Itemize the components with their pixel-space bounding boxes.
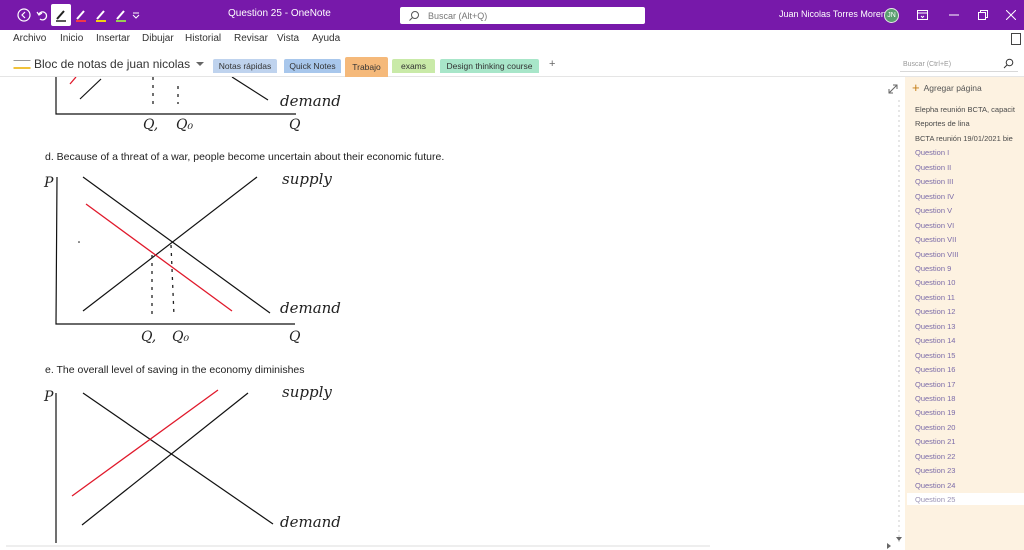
page-item[interactable]: Question 25 bbox=[915, 495, 956, 505]
search-icon bbox=[1003, 58, 1014, 69]
graph-d bbox=[55, 176, 295, 325]
menu-archivo[interactable]: Archivo bbox=[13, 33, 47, 44]
page-search-placeholder: Buscar (Ctrl+E) bbox=[903, 61, 952, 68]
tab-quick-notes[interactable]: Quick Notes bbox=[284, 59, 341, 73]
q1-label-d: Q, bbox=[141, 329, 157, 345]
notebook-name[interactable]: Bloc de notas de juan nicolas bbox=[34, 57, 191, 71]
demand-label-d: demand bbox=[280, 299, 341, 317]
page-item[interactable]: Question II bbox=[915, 162, 952, 172]
page-item[interactable]: Question VI bbox=[915, 220, 955, 230]
page-canvas[interactable]: demand Q, Q₀ Q d. Because of a threat of… bbox=[0, 77, 905, 550]
menu-vista[interactable]: Vista bbox=[277, 33, 300, 44]
page-item[interactable]: Question 23 bbox=[915, 466, 956, 476]
search-placeholder: Buscar (Alt+Q) bbox=[428, 10, 488, 21]
page-item[interactable]: Question 24 bbox=[915, 480, 956, 490]
user-name: Juan Nicolas Torres Moreno bbox=[779, 9, 891, 19]
menu-dibujar[interactable]: Dibujar bbox=[142, 33, 174, 44]
search-icon bbox=[409, 10, 419, 21]
page-item[interactable]: BCTA reunión 19/01/2021 bie bbox=[915, 133, 1013, 143]
restore-icon[interactable] bbox=[973, 6, 993, 24]
plus-icon: + bbox=[912, 80, 920, 95]
q-label-top: Q bbox=[289, 117, 301, 133]
page-item[interactable]: Elepha reunión BCTA, capacit bbox=[915, 105, 1015, 114]
question-d-text: d. Because of a threat of a war, people … bbox=[45, 151, 445, 163]
page-item[interactable]: Question 18 bbox=[915, 394, 956, 403]
expand-icon[interactable] bbox=[888, 84, 898, 94]
page-item[interactable]: Reportes de lina bbox=[915, 119, 970, 129]
notebook-icon bbox=[13, 60, 31, 69]
tab-trabajo[interactable]: Trabajo bbox=[345, 57, 388, 77]
menu-inicio[interactable]: Inicio bbox=[60, 33, 84, 44]
menu-bar: Archivo Inicio Insertar Dibujar Historia… bbox=[0, 30, 1024, 52]
page-item[interactable]: Question 11 bbox=[915, 292, 955, 302]
horizontal-scrollbar[interactable] bbox=[0, 542, 905, 550]
notebook-pane-icon[interactable] bbox=[1011, 33, 1021, 45]
pen-red-icon[interactable] bbox=[71, 0, 91, 30]
p-label-e: P bbox=[44, 389, 54, 405]
notebook-bar: Bloc de notas de juan nicolas Notas rápi… bbox=[0, 52, 1024, 77]
p-label-d: P bbox=[44, 175, 54, 191]
page-item[interactable]: Question 12 bbox=[915, 307, 956, 317]
supply-label-e: supply bbox=[282, 383, 332, 401]
close-icon[interactable] bbox=[1001, 6, 1021, 24]
menu-revisar[interactable]: Revisar bbox=[234, 33, 268, 44]
question-e-text: e. The overall level of saving in the ec… bbox=[45, 364, 305, 376]
q-label-d: Q bbox=[289, 329, 301, 345]
page-item[interactable]: Question 19 bbox=[915, 408, 956, 418]
page-item[interactable]: Question 15 bbox=[915, 350, 956, 360]
page-item[interactable]: Question I bbox=[915, 148, 950, 158]
page-item[interactable]: Question 13 bbox=[915, 321, 956, 331]
demand-label-top: demand bbox=[280, 92, 341, 110]
menu-historial[interactable]: Historial bbox=[185, 33, 222, 44]
page-item[interactable]: Question IV bbox=[915, 191, 955, 201]
page-item[interactable]: Question III bbox=[915, 177, 954, 187]
demand-label-e: demand bbox=[280, 513, 341, 531]
chevron-down-icon[interactable] bbox=[196, 62, 204, 67]
title-bar: Question 25 - OneNote Buscar (Alt+Q) Jua… bbox=[0, 0, 1024, 30]
selected-page-highlight bbox=[907, 493, 1024, 505]
page-item[interactable]: Question 16 bbox=[915, 365, 956, 375]
avatar[interactable]: JN bbox=[884, 8, 899, 23]
supply-label-d: supply bbox=[282, 170, 332, 188]
q1-label-top: Q, bbox=[143, 117, 159, 133]
back-icon[interactable] bbox=[14, 0, 34, 30]
page-item[interactable]: Question VIII bbox=[915, 249, 959, 259]
ink-drawing bbox=[55, 77, 296, 543]
tab-design-thinking-course[interactable]: Design thinking course bbox=[440, 59, 539, 73]
undo-icon[interactable] bbox=[32, 0, 52, 30]
q0-label-top: Q₀ bbox=[176, 117, 194, 133]
page-item[interactable]: Question 17 bbox=[915, 379, 956, 389]
highlighter-yellow-icon[interactable] bbox=[91, 0, 111, 30]
search-box[interactable]: Buscar (Alt+Q) bbox=[400, 7, 645, 24]
menu-ayuda[interactable]: Ayuda bbox=[312, 33, 341, 44]
menu-insertar[interactable]: Insertar bbox=[96, 33, 130, 44]
page-item[interactable]: Question 22 bbox=[915, 451, 956, 461]
page-list-pane bbox=[905, 77, 1024, 550]
graph-top bbox=[55, 77, 296, 115]
highlighter-green-icon[interactable] bbox=[111, 0, 131, 30]
page-item[interactable]: Question 21 bbox=[915, 437, 956, 447]
vertical-scrollbar[interactable] bbox=[895, 100, 903, 545]
page-item[interactable]: Question V bbox=[915, 206, 953, 216]
page-item[interactable]: Question 20 bbox=[915, 422, 956, 432]
page-item[interactable]: Question 10 bbox=[915, 278, 956, 288]
graph-e bbox=[55, 389, 274, 543]
tab-notas-rapidas[interactable]: Notas rápidas bbox=[213, 59, 277, 73]
page-item[interactable]: Question 9 bbox=[915, 263, 952, 273]
add-page-label: Agregar página bbox=[923, 82, 982, 93]
page-item[interactable]: Question 14 bbox=[915, 336, 956, 346]
customize-toolbar-icon[interactable] bbox=[126, 0, 146, 30]
pen-black-icon[interactable] bbox=[51, 4, 71, 26]
tab-exams[interactable]: exams bbox=[392, 59, 435, 73]
add-page-button[interactable]: + Agregar página bbox=[912, 80, 982, 95]
window-title: Question 25 - OneNote bbox=[228, 8, 331, 19]
ribbon-display-icon[interactable] bbox=[912, 6, 932, 24]
minimize-icon[interactable] bbox=[944, 6, 964, 24]
add-section-button[interactable]: + bbox=[549, 58, 556, 70]
q0-label-d: Q₀ bbox=[172, 329, 190, 345]
page-search-input[interactable]: Buscar (Ctrl+E) bbox=[900, 58, 1018, 72]
page-item[interactable]: Question VII bbox=[915, 235, 957, 245]
